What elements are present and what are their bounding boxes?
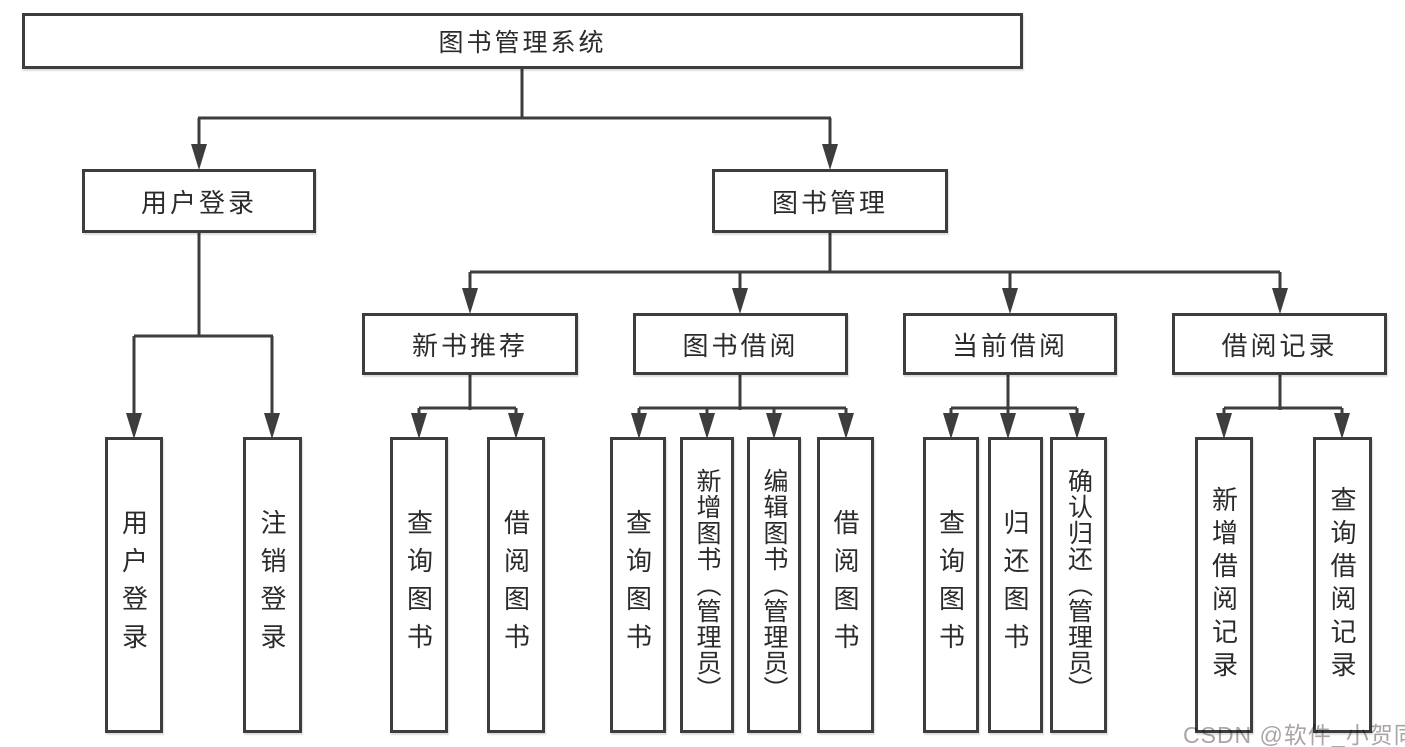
node-new-book-recommend: 新书推荐 xyxy=(362,313,578,375)
arrowhead xyxy=(411,413,427,439)
node-book-borrow: 图书借阅 xyxy=(633,313,848,375)
arrowhead xyxy=(1272,288,1288,314)
leaf-query-book-borrow: 查询图书 xyxy=(610,437,666,733)
leaf-edit-book-admin: 编辑图书（管理员） xyxy=(747,437,801,733)
csdn-watermark: CSDN @软件_小贺同学 xyxy=(1183,722,1405,747)
arrowhead xyxy=(699,413,715,439)
leaf-borrow-book: 借阅图书 xyxy=(817,437,874,733)
arrowhead xyxy=(732,288,748,314)
node-current-borrow: 当前借阅 xyxy=(903,313,1117,375)
leaf-user-login: 用户登录 xyxy=(105,437,163,733)
node-borrow-records: 借阅记录 xyxy=(1172,313,1387,375)
leaf-logout: 注销登录 xyxy=(243,437,302,733)
leaf-query-borrow-record: 查询借阅记录 xyxy=(1313,437,1372,733)
arrowhead xyxy=(1002,288,1018,314)
arrowhead xyxy=(1069,413,1085,439)
arrowhead xyxy=(943,413,959,439)
leaf-add-borrow-record: 新增借阅记录 xyxy=(1195,437,1253,733)
leaf-query-book-recommend: 查询图书 xyxy=(390,437,448,733)
arrowhead xyxy=(1216,413,1232,439)
arrowhead xyxy=(1000,413,1016,439)
arrowhead xyxy=(508,413,524,439)
node-user-login: 用户登录 xyxy=(82,169,316,233)
arrowhead xyxy=(838,413,854,439)
arrowhead xyxy=(631,413,647,439)
leaf-confirm-return-admin: 确认归还（管理员） xyxy=(1050,437,1107,733)
node-library-system: 图书管理系统 xyxy=(22,13,1023,69)
leaf-add-book-admin: 新增图书（管理员） xyxy=(680,437,734,733)
arrowhead xyxy=(1334,413,1350,439)
leaf-return-book: 归还图书 xyxy=(988,437,1043,733)
arrowhead xyxy=(191,144,207,170)
arrowhead xyxy=(822,144,838,170)
leaf-borrow-book-recommend: 借阅图书 xyxy=(487,437,545,733)
leaf-query-book-current: 查询图书 xyxy=(923,437,979,733)
arrowhead xyxy=(126,413,142,439)
arrowhead xyxy=(462,288,478,314)
node-book-management: 图书管理 xyxy=(712,169,948,233)
arrowhead xyxy=(264,413,280,439)
arrowhead xyxy=(766,413,782,439)
